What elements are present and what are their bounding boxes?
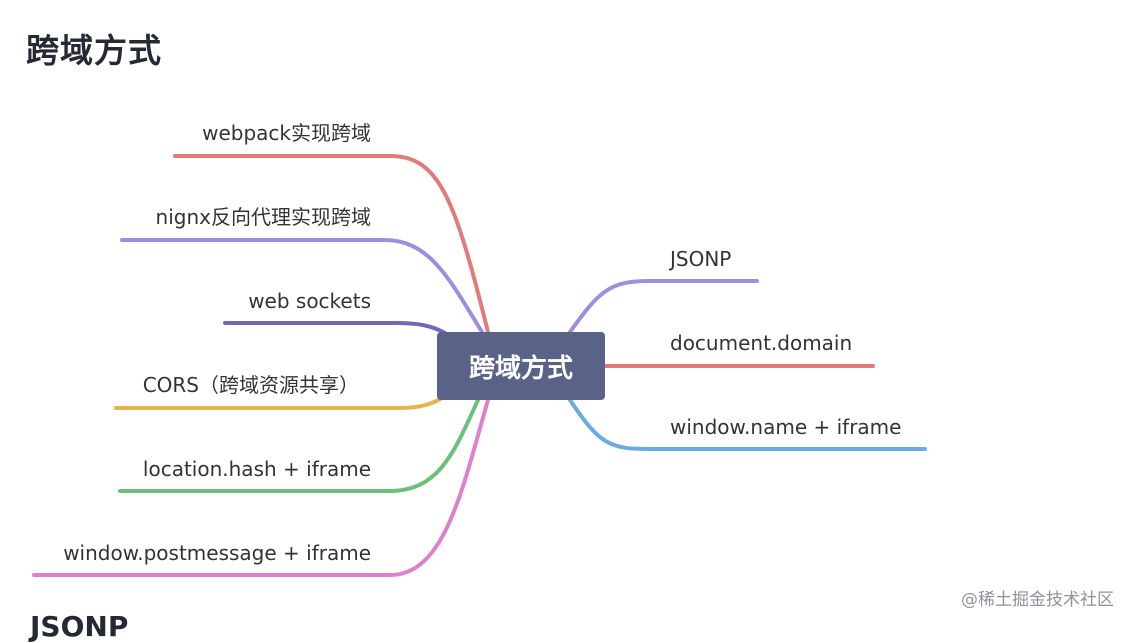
branch-label-webpack: webpack实现跨域: [202, 121, 371, 145]
branch-line-window-name: [568, 398, 927, 451]
branch-label-postmessage: window.postmessage + iframe: [63, 541, 371, 565]
center-node: 跨域方式: [437, 332, 605, 400]
branch-label-websockets: web sockets: [248, 289, 371, 313]
branch-line-websockets: [223, 321, 447, 335]
branch-label-cors: CORS（跨域资源共享）: [142, 373, 359, 397]
branch-label-window-name: window.name + iframe: [670, 415, 902, 439]
branch-label-jsonp: JSONP: [670, 247, 732, 271]
branch-label-document-domain: document.domain: [670, 331, 853, 355]
page-title: 跨域方式: [26, 31, 162, 70]
branch-label-nginx: nignx反向代理实现跨域: [155, 205, 371, 229]
branch-line-cors: [114, 396, 444, 410]
branch-line-location-hash: [118, 398, 480, 493]
watermark: @稀土掘金技术社区: [961, 590, 1114, 610]
mind-map-branches: [32, 154, 927, 577]
branch-line-postmessage: [32, 398, 490, 577]
branch-line-nginx: [120, 238, 484, 334]
branch-line-webpack: [173, 154, 490, 334]
branch-line-jsonp: [568, 279, 759, 334]
branch-label-location-hash: location.hash + iframe: [142, 457, 371, 481]
next-section-heading: JSONP: [30, 610, 129, 643]
